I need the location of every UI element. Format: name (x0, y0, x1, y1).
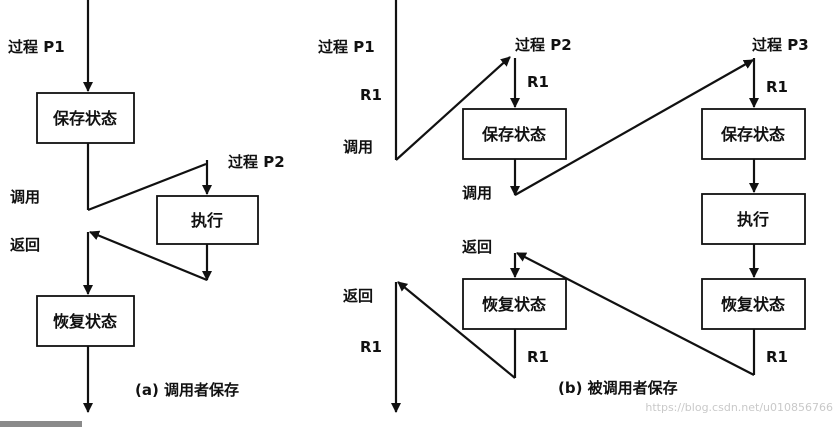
label-b-r1-bottom: R1 (360, 338, 382, 356)
label-b-call-p2: 调用 (462, 184, 492, 202)
label-b-p2-r1-bottom: R1 (527, 348, 549, 366)
watermark-text: https://blog.csdn.net/u010856766 (645, 401, 833, 414)
label-b-p2-r1-top: R1 (527, 73, 549, 91)
caption-b: (b) 被调用者保存 (558, 379, 678, 397)
label-b-process-p2: 过程 P2 (515, 36, 572, 54)
label-b-process-p3: 过程 P3 (752, 36, 809, 54)
box-p3-execute-text: 执行 (737, 210, 769, 229)
arrow-p2-return-p1 (397, 281, 516, 379)
arrow-call-to-p2 (87, 162, 207, 212)
box-p2-save-state (462, 108, 567, 160)
panel-b-callee-save: 过程 P1 R1 调用 过程 P2 R1 保存状态 调用 过程 P3 R1 保存… (318, 0, 809, 413)
box-restore-state (36, 295, 135, 347)
arrow-p2-call-p3 (514, 59, 754, 196)
arrow-p1-call-p2 (395, 56, 511, 161)
box-p3-save-state (701, 108, 806, 160)
label-b-r1-top: R1 (360, 86, 382, 104)
label-b-return-p1: 返回 (343, 287, 373, 305)
box-p3-restore-state (701, 278, 806, 330)
label-b-process-p1: 过程 P1 (318, 38, 375, 56)
panel-a-caller-save: 过程 P1 保存状态 调用 过程 P2 执行 返回 恢复状态 (a) 调用者保存 (8, 0, 285, 413)
box-p2-restore-state-text: 恢复状态 (482, 295, 546, 314)
arrow-p3-return-p2 (516, 252, 755, 376)
arrow-return-to-p1 (89, 230, 208, 282)
label-return: 返回 (10, 236, 40, 254)
label-b-return-p2: 返回 (462, 238, 492, 256)
caption-a: (a) 调用者保存 (135, 381, 239, 399)
box-save-state-text: 保存状态 (52, 109, 117, 128)
box-p3-restore-state-text: 恢复状态 (721, 295, 785, 314)
label-process-p1: 过程 P1 (8, 38, 65, 56)
box-restore-state-text: 恢复状态 (53, 312, 117, 331)
box-save-state (36, 92, 135, 144)
box-execute-text: 执行 (191, 211, 223, 230)
bottom-left-bar (0, 421, 82, 427)
box-p3-save-state-text: 保存状态 (720, 125, 785, 144)
label-b-p3-r1-top: R1 (766, 78, 788, 96)
box-p2-save-state-text: 保存状态 (481, 125, 546, 144)
label-call: 调用 (10, 188, 40, 206)
label-b-call-p1: 调用 (343, 138, 373, 156)
label-process-p2: 过程 P2 (228, 153, 285, 171)
label-b-p3-r1-bottom: R1 (766, 348, 788, 366)
